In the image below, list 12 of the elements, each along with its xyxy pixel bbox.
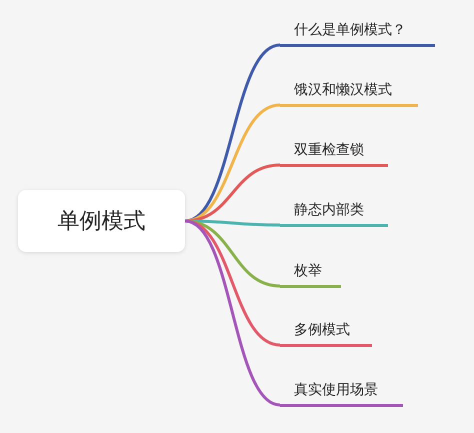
central-topic-box — [18, 190, 185, 252]
topic-text: 多例模式 — [294, 320, 350, 338]
topic-text: 真实使用场景 — [294, 380, 378, 398]
branch-line — [184, 220, 280, 346]
topic-text: 单例模式 — [58, 208, 146, 236]
topic-text: 静态内部类 — [294, 200, 364, 218]
branch-line — [184, 220, 280, 406]
topic-text: 饿汉和懒汉模式 — [294, 80, 392, 98]
topic-text: 枚举 — [294, 262, 322, 280]
branch-line — [184, 44, 280, 222]
topic-text: 什么是单例模式？ — [294, 20, 406, 38]
topic-text: 双重检查锁 — [294, 140, 364, 158]
